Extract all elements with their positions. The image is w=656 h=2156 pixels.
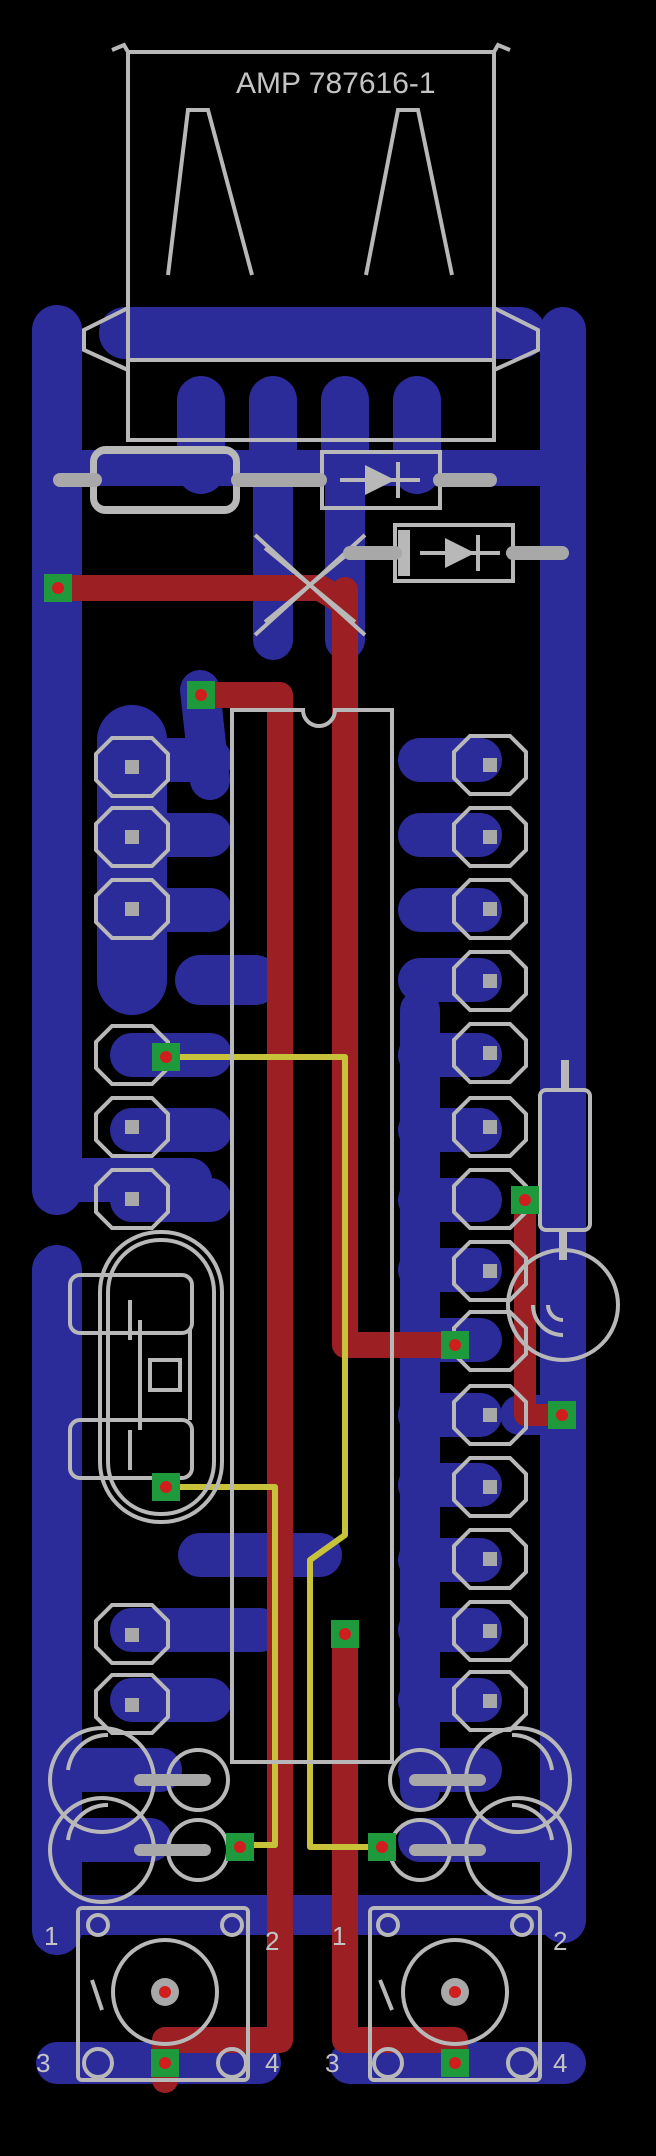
via [151, 2049, 179, 2077]
switch-right-pin-2: 2 [553, 1926, 567, 1956]
usb-part-label: AMP 787616-1 [236, 67, 436, 100]
switch-right-pin-4: 4 [553, 2048, 567, 2078]
via [548, 1401, 576, 1429]
ic-socket [230, 708, 394, 1764]
via [44, 574, 72, 602]
via [511, 1186, 539, 1214]
switch-left-pin-3: 3 [36, 2048, 50, 2078]
pushbutton-icon [76, 1906, 250, 2082]
vias [44, 574, 576, 2077]
jumper-wires [165, 1054, 390, 1850]
silkscreen-layer: AMP 787616-1 [48, 42, 620, 2082]
via [226, 1833, 254, 1861]
header-left [94, 736, 170, 1735]
diode-icon [393, 523, 515, 583]
usb-connector: AMP 787616-1 [82, 42, 540, 442]
speaker-left [48, 1726, 230, 1904]
via [187, 681, 215, 709]
crystal-icon [68, 1230, 224, 1524]
component-leads [53, 473, 569, 1856]
switch-pin-labels: 1 2 3 4 1 2 3 4 [36, 1921, 567, 2078]
via [331, 1620, 359, 1648]
header-right [452, 734, 528, 1732]
via [152, 1473, 180, 1501]
button-center-via [151, 1978, 179, 2006]
pushbutton-icon [368, 1906, 542, 2082]
button-center-via [441, 1978, 469, 2006]
switch-right-pin-3: 3 [325, 2048, 339, 2078]
bottom-copper-layer [32, 305, 586, 2084]
pin-pads [125, 758, 497, 1712]
via [441, 2049, 469, 2077]
switch-left-pin-2: 2 [265, 1926, 279, 1956]
led-icon [506, 1060, 620, 1362]
via [368, 1833, 396, 1861]
via [152, 1043, 180, 1071]
switch-left-pin-4: 4 [265, 2048, 279, 2078]
switch-right-pin-1: 1 [332, 1921, 346, 1951]
switch-left-pin-1: 1 [44, 1921, 58, 1951]
via [441, 1331, 469, 1359]
